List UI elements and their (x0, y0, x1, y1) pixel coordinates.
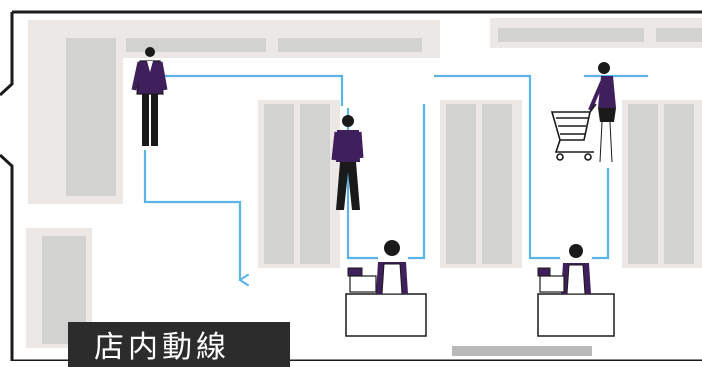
gondola-shelf-3 (622, 100, 702, 268)
flow-path-left-down (143, 150, 240, 280)
counter-box (345, 293, 427, 337)
diagram-caption: 店内動線 (68, 322, 290, 367)
cashier-icon (561, 244, 591, 295)
wall-shelf-top-right (490, 18, 702, 48)
flow-path-aisle-2 (434, 74, 560, 260)
cashier-icon (376, 240, 408, 295)
wall-shelf-top-left (28, 20, 440, 204)
person-icon (588, 62, 616, 163)
cash-register-icon (537, 267, 565, 293)
gondola-shelf-1 (258, 100, 340, 268)
shopping-cart-icon (550, 103, 597, 161)
customer-flow-paths (143, 74, 648, 280)
flow-path-aisle-1-right (408, 104, 426, 260)
floor-mat (452, 346, 592, 356)
cash-register-icon (347, 267, 377, 293)
flow-path-main (165, 74, 344, 106)
person-icon (131, 47, 168, 146)
checkout-counter (537, 244, 615, 337)
counter-box (537, 293, 615, 337)
flow-path-aisle-2-right (592, 168, 610, 260)
checkout-counter (345, 240, 427, 337)
person-icon (331, 115, 364, 210)
gondola-shelf-2 (440, 100, 522, 268)
store-wall (0, 10, 702, 361)
